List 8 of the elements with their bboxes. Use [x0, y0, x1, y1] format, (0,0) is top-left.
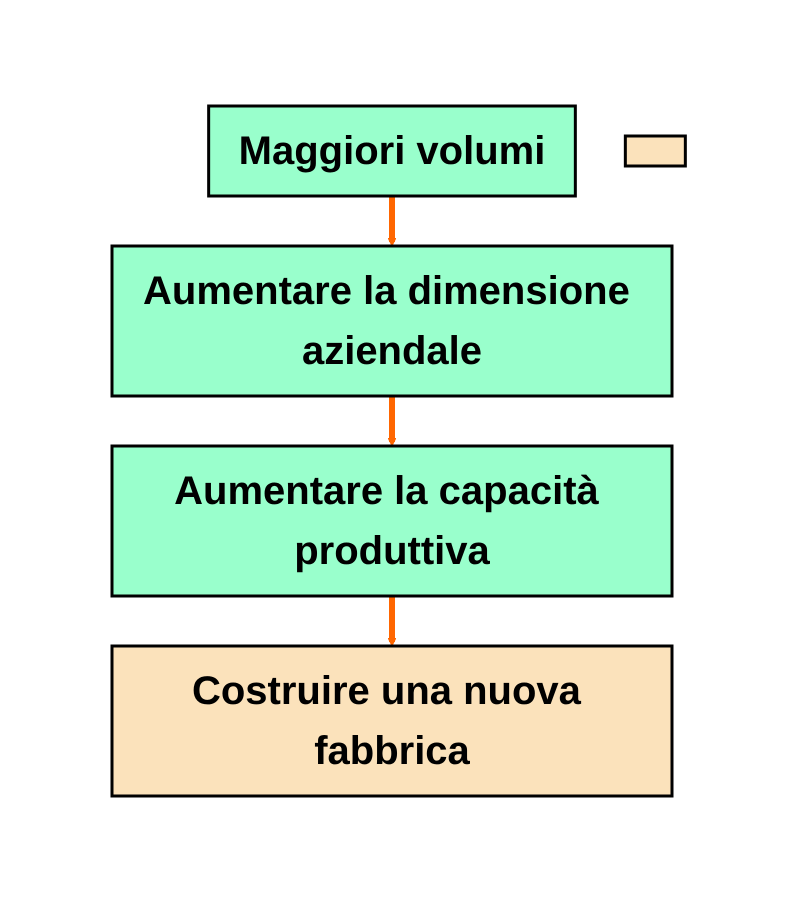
node-box: Maggiori volumi [207, 104, 578, 197]
arrow [388, 396, 397, 446]
arrow [388, 196, 397, 246]
node-box [624, 134, 688, 167]
node-box: Costruire una nuova fabbrica [110, 644, 674, 797]
arrow [388, 596, 397, 646]
node-box: Aumentare la capacità produttiva [110, 444, 674, 597]
node-box: Aumentare la dimensione aziendale [110, 244, 674, 397]
